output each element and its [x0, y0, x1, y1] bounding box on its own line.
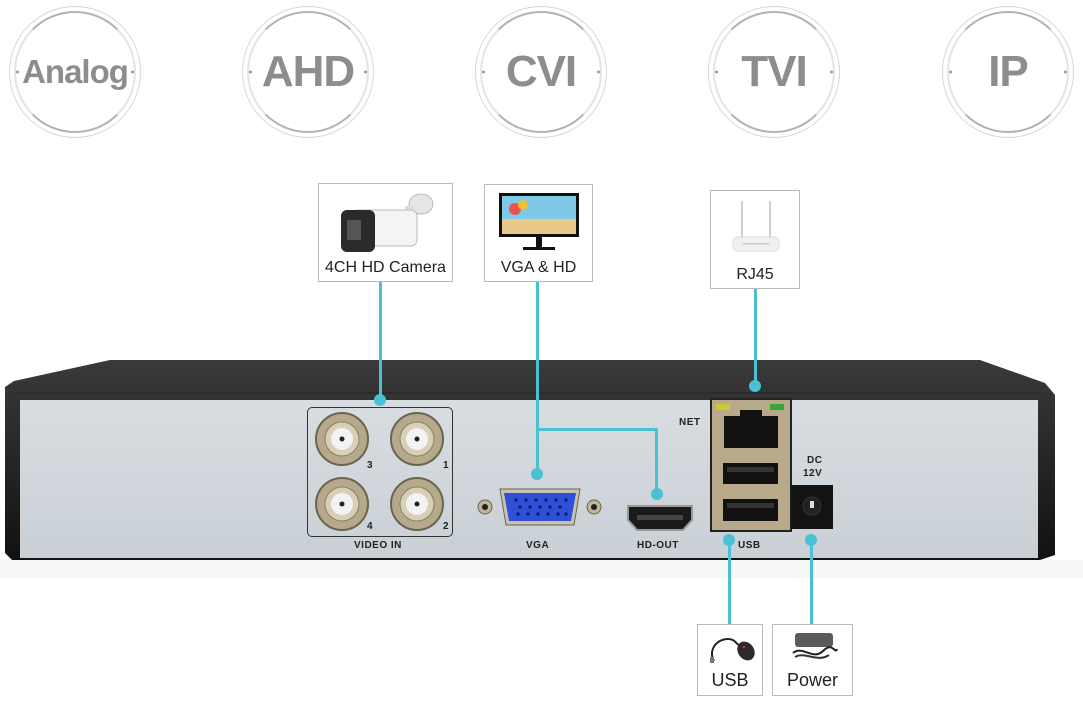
hdout-label: HD-OUT	[637, 540, 679, 551]
format-label: TVI	[741, 47, 807, 96]
hdmi-port[interactable]	[625, 503, 695, 533]
channel-label: 3	[367, 460, 374, 471]
connector-dot-camera	[374, 394, 386, 406]
power-adapter-icon	[792, 633, 838, 659]
channel-label: 4	[367, 521, 374, 532]
connector-dot-network	[749, 380, 761, 392]
format-label: CVI	[505, 47, 577, 96]
connector-line-power	[810, 540, 813, 624]
connector-line-usb	[728, 540, 731, 624]
connector-line-display-branch	[536, 428, 658, 431]
bnc-connector-1[interactable]	[390, 412, 444, 466]
callout-label: VGA & HD	[500, 259, 577, 276]
callout-network: RJ45	[710, 190, 800, 289]
connector-line-camera	[379, 282, 382, 400]
connector-line-hdmi	[655, 428, 658, 494]
channel-label: 1	[443, 460, 450, 471]
usb-port-1[interactable]	[723, 463, 778, 484]
callout-usb: USB	[697, 624, 763, 696]
bnc-connector-3[interactable]	[315, 412, 369, 466]
connector-dot-vga	[531, 468, 543, 480]
format-badge-analog: Analog	[9, 6, 141, 138]
connector-line-display	[536, 282, 539, 474]
callout-label: 4CH HD Camera	[325, 259, 446, 276]
mouse-icon	[710, 637, 755, 663]
callout-camera: 4CH HD Camera	[318, 183, 453, 282]
format-label: Analog	[22, 53, 129, 90]
connector-dot-hdmi	[651, 488, 663, 500]
format-badge-cvi: CVI	[475, 6, 607, 138]
router-icon	[732, 201, 780, 252]
dc-voltage-label: 12V	[803, 468, 823, 479]
monitor-icon	[499, 193, 579, 250]
connector-dot-usb	[723, 534, 735, 546]
dc-power-jack[interactable]	[790, 484, 834, 530]
bnc-connectors	[315, 412, 444, 531]
format-label: AHD	[261, 47, 355, 96]
format-badge-ip: IP	[942, 6, 1074, 138]
rj45-port[interactable]	[724, 410, 778, 448]
usb-port-2[interactable]	[723, 499, 778, 521]
video-in-label: VIDEO IN	[354, 540, 402, 551]
callout-label: RJ45	[736, 266, 774, 283]
connector-dot-power	[805, 534, 817, 546]
bullet-camera-icon	[341, 193, 434, 252]
format-badge-ahd: AHD	[242, 6, 374, 138]
bnc-connector-4[interactable]	[315, 477, 369, 531]
callout-power: Power	[772, 624, 853, 696]
net-usb-stack	[710, 398, 792, 532]
format-badge-tvi: TVI	[708, 6, 840, 138]
net-label: NET	[679, 417, 701, 428]
vga-label: VGA	[526, 540, 550, 551]
callout-label: Power	[786, 670, 839, 690]
format-label: IP	[988, 47, 1029, 96]
dc-label: DC	[807, 455, 823, 466]
bnc-connector-2[interactable]	[390, 477, 444, 531]
vga-port[interactable]	[470, 485, 610, 535]
callout-display: VGA & HD	[484, 184, 593, 282]
usb-label: USB	[738, 540, 761, 551]
connector-line-network	[754, 289, 757, 386]
video-in-group	[307, 407, 453, 537]
callout-label: USB	[711, 670, 749, 690]
channel-label: 2	[443, 521, 450, 532]
